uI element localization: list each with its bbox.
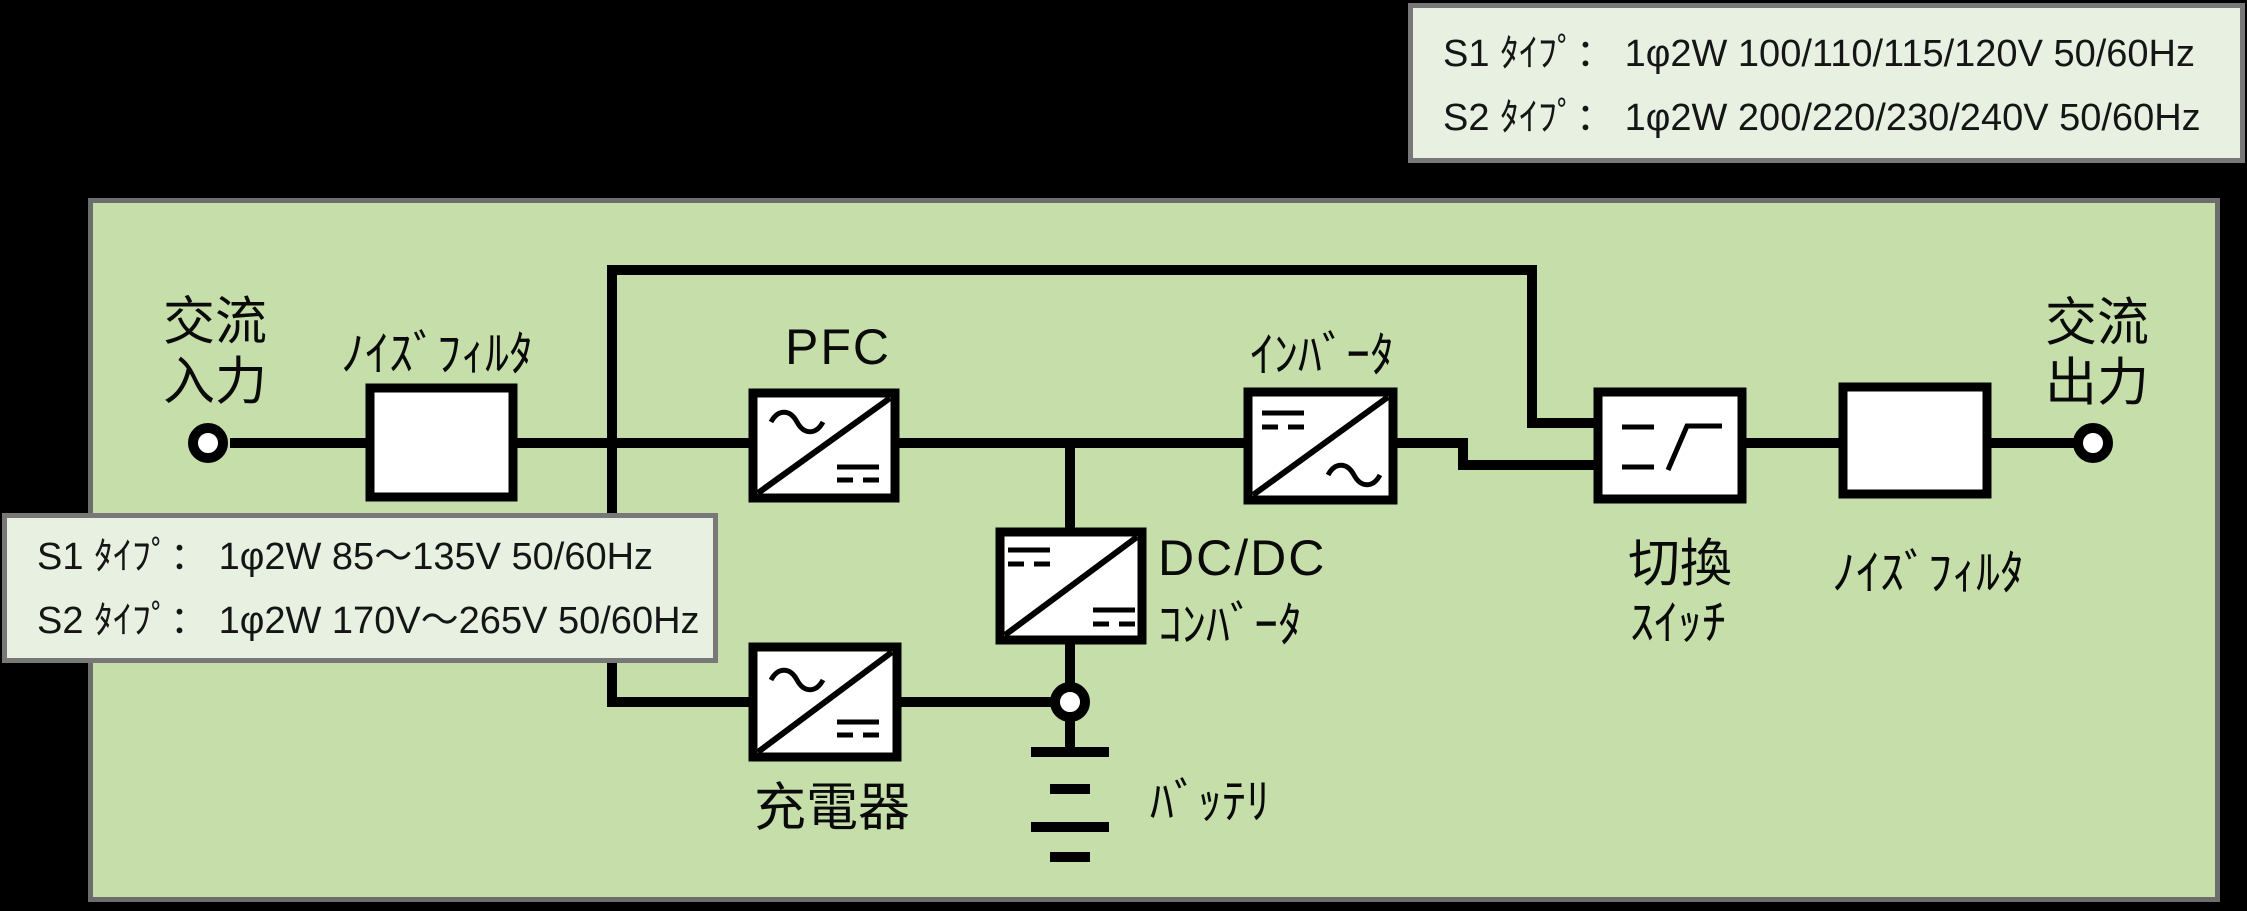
ac-output-label-line1: 交流 [2044,294,2150,353]
output-spec-line-s2: S2 ﾀｲﾌﾟ： 1φ2W 200/220/230/240V 50/60Hz [1443,97,2201,139]
battery-label: ﾊﾞｯﾃﾘ [1150,776,1271,829]
dcdc-converter-label-line1: DC/DC [1158,530,1327,586]
pfc-diagonal-divider [756,395,892,496]
noise-filter-input-box [365,383,518,502]
wire-bypass-line [607,265,1598,448]
transfer-switch-label-line1: 切換 [1627,535,1733,594]
ac-input-label-line1: 交流 [162,293,268,352]
charger-diagonal-divider [756,649,894,755]
pfc-label: PFC [785,319,891,375]
inverter-label: ｲﾝﾊﾞｰﾀ [1249,329,1395,382]
noise-filter-input-label: ﾉｲｽﾞﾌｨﾙﾀ [340,328,534,381]
charger-box [748,642,902,762]
transfer-switch-box-outline [1593,387,1747,504]
dcdc-dc-symbol-top-icon [1008,547,1050,567]
ac-output-label-line2: 出力 [2044,354,2150,413]
ac-input-label-line2: 入力 [162,353,268,412]
inverter-dc-symbol-icon [1262,410,1304,430]
transfer-switch-symbol-icon [1622,423,1722,471]
output-spec-line-s1: S1 ﾀｲﾌﾟ： 1φ2W 100/110/115/120V 50/60Hz [1443,33,2196,75]
dcdc-diagonal-divider [1003,534,1139,638]
output-spec-box: S1 ﾀｲﾌﾟ： 1φ2W 100/110/115/120V 50/60Hz S… [1408,3,2245,163]
charger-ac-symbol-icon [768,667,826,693]
noise-filter-output-label: ﾉｲｽﾞﾌｨﾙﾀ [1831,547,2025,600]
inverter-diagonal-divider [1251,394,1390,498]
dcdc-dc-symbol-bottom-icon [1093,607,1135,627]
battery-symbol-icon [1031,747,1109,862]
input-spec-box: S1 ﾀｲﾌﾟ： 1φ2W 85～135V 50/60Hz S2 ﾀｲﾌﾟ： 1… [2,513,718,663]
charger-label: 充電器 [753,779,911,838]
ac-output-terminal-circle [2073,423,2113,463]
pfc-ac-symbol-icon [768,409,826,435]
ac-input-terminal-circle [188,423,228,463]
charger-dc-symbol-icon [837,719,879,738]
battery-junction-circle [1050,682,1090,722]
pfc-box [748,388,900,503]
input-spec-line-s1: S1 ﾀｲﾌﾟ： 1φ2W 85～135V 50/60Hz [37,536,654,578]
transfer-switch-label-line2: ｽｲｯﾁ [1629,597,1727,650]
noise-filter-output-box [1838,382,1992,499]
wire-group [230,265,2076,752]
inverter-box [1243,387,1398,505]
dcdc-converter-label-line2: ｺﾝﾊﾞｰﾀ [1158,599,1303,652]
pfc-dc-symbol-icon [837,464,879,483]
transfer-switch-box [1593,387,1747,504]
dcdc-converter-box [995,527,1147,645]
inverter-ac-symbol-icon [1325,462,1383,488]
wire-inverter-to-switch [1393,438,1598,470]
input-spec-line-s2: S2 ﾀｲﾌﾟ： 1φ2W 170V～265V 50/60Hz [37,600,700,642]
